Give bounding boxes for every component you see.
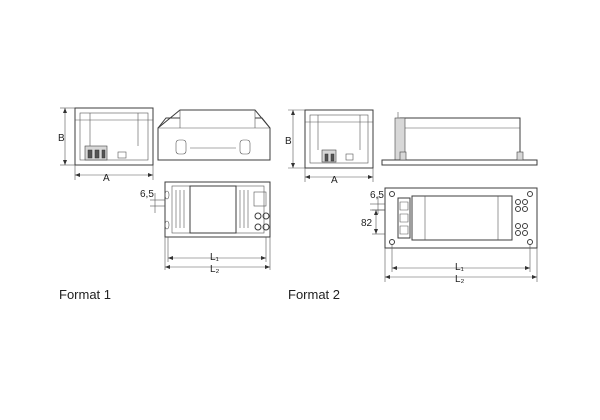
format2-dim-width — [372, 209, 385, 235]
format2-side-view — [381, 112, 538, 166]
format1-dim-b — [60, 107, 75, 166]
format2-dim-b — [288, 109, 305, 169]
format1-top-view — [164, 181, 271, 238]
format2-label-l1: L₁ — [455, 262, 465, 273]
format1-caption: Format 1 — [59, 287, 112, 302]
format1-front-view — [74, 107, 154, 166]
format1-dim-hole — [150, 193, 165, 213]
format2-dim-l1 — [384, 245, 538, 282]
format2-label-width: 82 — [361, 218, 373, 229]
format2-front-view — [304, 109, 374, 169]
format2-label-b: B — [285, 136, 292, 147]
format1-label-l1: L₁ — [210, 252, 220, 263]
format2-label-hole: 6,5 — [370, 190, 384, 201]
format1-label-b: B — [58, 133, 65, 144]
format1-dim-l1 — [164, 237, 271, 270]
format2-dim-l2 — [385, 275, 537, 279]
format2-caption: Format 2 — [288, 287, 341, 302]
format1-label-l2: L₂ — [210, 264, 220, 275]
format2-dim-a — [304, 168, 374, 182]
format1-dim-l2 — [165, 265, 270, 269]
format2-top-view — [384, 187, 538, 249]
format1-side-view — [157, 109, 271, 161]
format2-label-l2: L₂ — [455, 274, 465, 285]
format1-label-a: A — [103, 173, 110, 184]
format1-label-hole: 6,5 — [140, 189, 154, 200]
format1-dim-a — [74, 165, 154, 180]
format2-label-a: A — [331, 175, 338, 186]
